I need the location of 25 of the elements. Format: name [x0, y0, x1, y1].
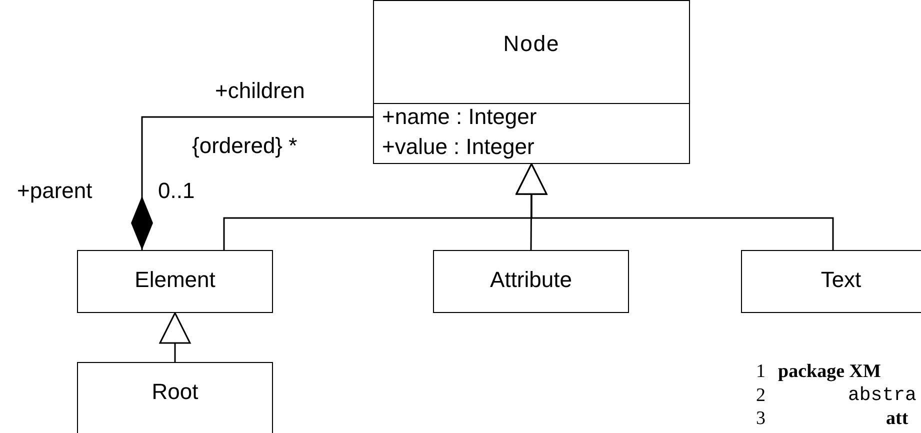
attribute-text: +value : Integer: [382, 134, 534, 160]
class-name: Root: [150, 379, 200, 405]
class-name: Node: [502, 31, 561, 57]
code-text: package XM: [778, 362, 881, 381]
line-number: 1: [756, 362, 766, 381]
class-box: [373, 0, 690, 164]
inheritance-arrow: [159, 312, 191, 362]
class-box: [77, 250, 273, 313]
line-number: 3: [756, 409, 766, 428]
class-box: [77, 362, 273, 433]
role-name: +parent: [17, 180, 92, 202]
role-name: +children: [215, 80, 305, 102]
class-box: [433, 250, 629, 313]
inheritance-arrow: [516, 163, 834, 250]
composition-line: [131, 116, 373, 250]
line-number: 2: [756, 386, 766, 405]
class-name: Text: [820, 267, 862, 293]
attribute-text: +name : Integer: [382, 104, 537, 130]
class-name: Element: [134, 267, 216, 293]
class-box: [741, 250, 921, 313]
class-name: Attribute: [489, 267, 573, 293]
code-text: att: [886, 409, 908, 428]
multiplicity-label: {ordered} *: [192, 135, 298, 157]
code-text: abstra: [848, 386, 916, 405]
multiplicity-label: 0..1: [158, 180, 195, 202]
